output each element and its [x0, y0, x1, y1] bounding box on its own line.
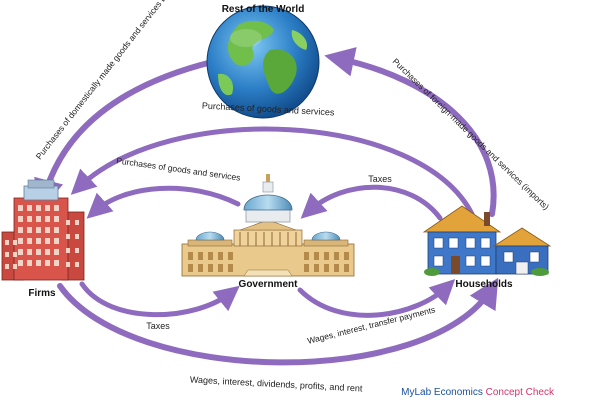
flow-arrow-imports: [324, 47, 497, 217]
globe-icon: [206, 5, 320, 119]
flow-arrow-household-taxes: [300, 184, 443, 221]
flow-label-firm-taxes: Taxes: [146, 321, 170, 331]
flow-arrow-exports: [34, 59, 215, 210]
house-icon: [422, 205, 552, 276]
flow-label-imports: Purchases of foreign-made goods and serv…: [391, 56, 552, 212]
node-label-world: Rest of the World: [222, 4, 305, 15]
flow-arrow-government-purchases: [86, 185, 241, 219]
node-label-firms: Firms: [28, 288, 56, 299]
flow-label-firm-income: Wages, interest, dividends, profits, and…: [190, 374, 364, 393]
flow-label-government-purchases: Purchases of goods and services: [116, 155, 241, 182]
flow-arrow-government-payments: [297, 279, 456, 318]
firms-buildings-icon: [1, 179, 85, 281]
footer-concept-check-link[interactable]: Concept Check: [485, 387, 554, 398]
node-label-households: Households: [455, 279, 513, 290]
footer-brand: MyLab Economics: [401, 387, 483, 398]
footer-concept-check[interactable]: MyLab Economics Concept Check: [401, 387, 554, 398]
capitol-building-icon: [181, 174, 355, 277]
flow-arrow-firm-income: [57, 277, 499, 366]
flow-arrow-firm-taxes: [79, 281, 240, 318]
node-label-government: Government: [239, 279, 299, 290]
flow-label-household-taxes: Taxes: [368, 174, 392, 184]
flow-label-imports-text: Purchases of foreign-made goods and serv…: [391, 56, 552, 212]
flow-arrow-household-purchases: [70, 126, 475, 217]
